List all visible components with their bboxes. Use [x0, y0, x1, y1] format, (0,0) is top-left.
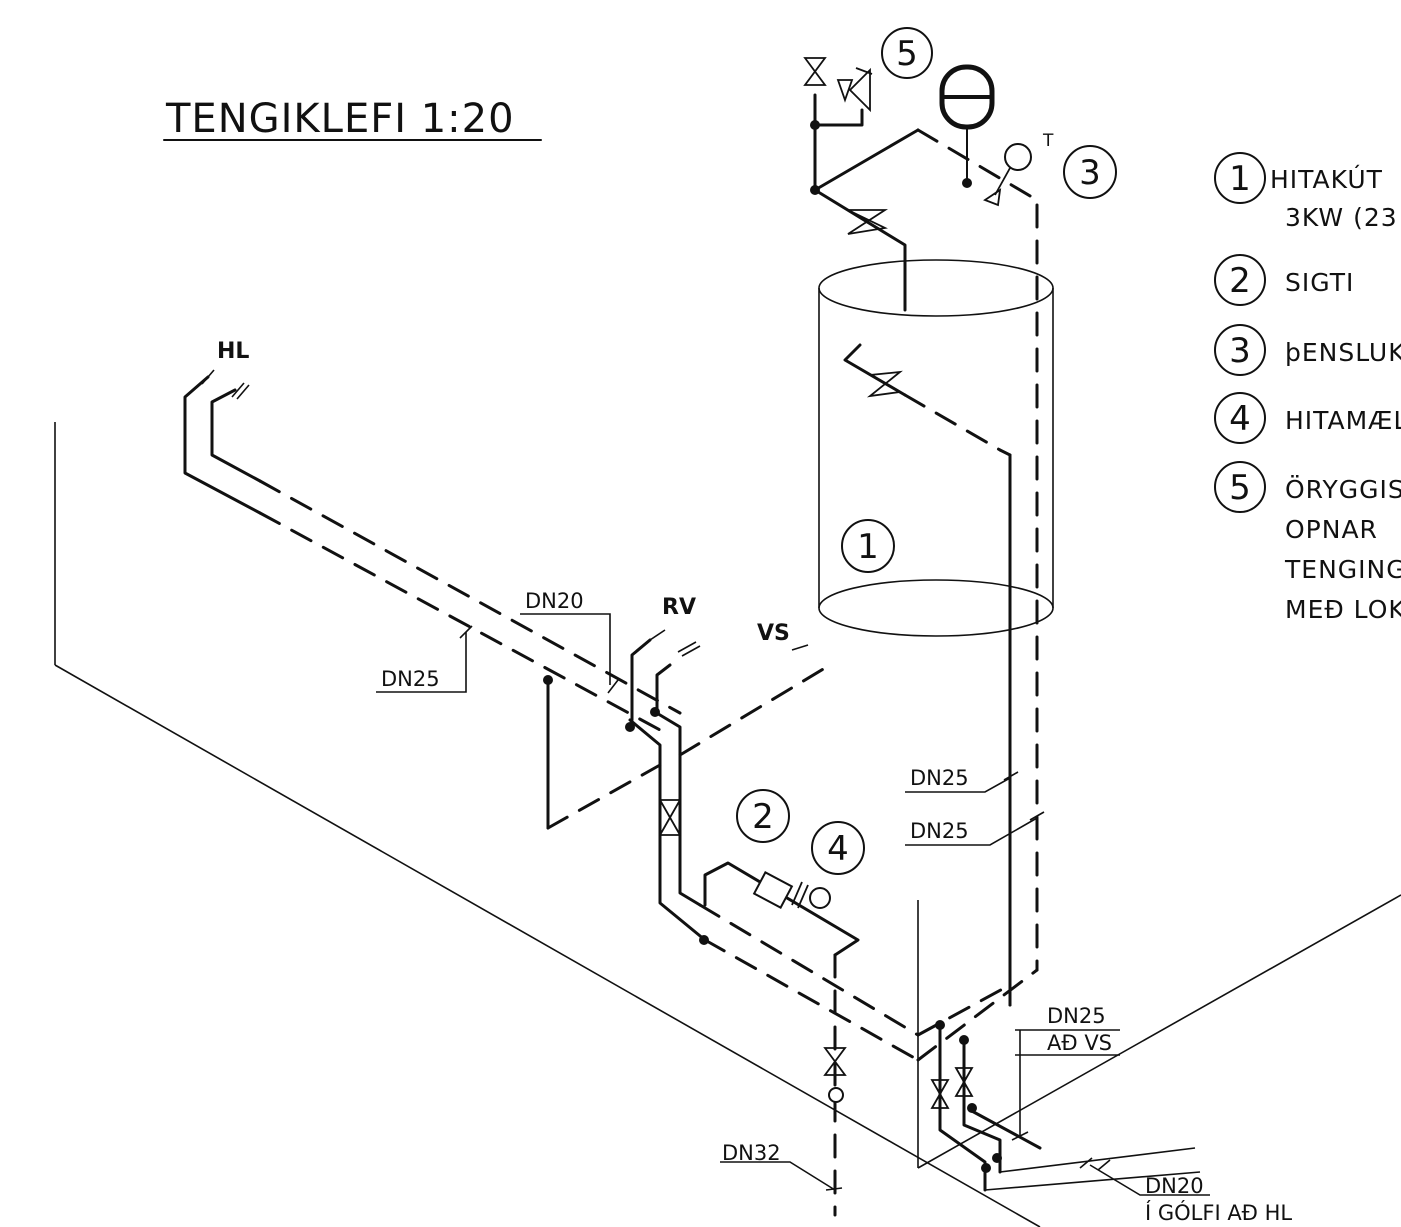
label-floor-hl: Í GÓLFI AÐ HL [1145, 1200, 1292, 1225]
marker-2: 2 [736, 789, 790, 843]
svg-text:2: 2 [1229, 261, 1251, 301]
marker-4: 4 [811, 821, 865, 875]
svg-text:ÖRYGGIS: ÖRYGGIS [1285, 475, 1401, 504]
hl-pipe-dashed [258, 479, 682, 732]
vertical-pipes-center [628, 638, 707, 942]
legend: 1 HITAKÚT 3KW (23 2 SIGTI 3 þENSLUK 4 HI… [1214, 152, 1401, 624]
room-outline [54, 422, 1401, 1227]
svg-text:3KW (23: 3KW (23 [1285, 203, 1398, 232]
label-leaders [376, 613, 1210, 1196]
svg-text:HITAMÆL: HITAMÆL [1285, 406, 1401, 435]
marker-5: 5 [881, 27, 933, 79]
svg-text:SIGTI: SIGTI [1285, 268, 1354, 297]
svg-text:4: 4 [1229, 399, 1251, 439]
expansion-vessel-icon [939, 64, 995, 184]
label-dn25-main: DN25 [381, 667, 440, 691]
legend-item-1: 1 HITAKÚT 3KW (23 [1214, 152, 1398, 232]
svg-text:TENGING: TENGING [1284, 555, 1401, 584]
svg-text:5: 5 [1229, 468, 1251, 508]
legend-item-5: 5 ÖRYGGIS OPNAR TENGING MEÐ LOK [1214, 461, 1401, 624]
marker-1: 1 [841, 519, 895, 573]
drawing-title: TENGIKLEFI 1:20 [163, 96, 542, 142]
label-vs: VS [757, 621, 790, 646]
label-dn32: DN32 [722, 1141, 781, 1165]
label-dn25-vs: DN25 [1047, 1004, 1106, 1028]
label-dn20-floor: DN20 [1145, 1174, 1204, 1198]
tank-vertical-pipes [916, 203, 1039, 1062]
svg-text:TENGIKLEFI 1:20: TENGIKLEFI 1:20 [165, 96, 515, 142]
top-pipes [813, 93, 1039, 312]
svg-text:2: 2 [752, 797, 774, 837]
lower-return-pipes [698, 861, 920, 1217]
pipe-labels: HL RV VS DN20 DN25 DN25 DN25 DN25 AÐ VS … [217, 131, 1292, 1225]
legend-item-3: 3 þENSLUK [1214, 324, 1401, 376]
svg-text:MEÐ LOK: MEÐ LOK [1285, 595, 1401, 624]
label-hl: HL [217, 339, 249, 364]
svg-text:1: 1 [857, 527, 879, 567]
svg-text:3: 3 [1229, 331, 1251, 371]
safety-valve-icon [836, 67, 873, 113]
hl-pipe-stub-ticks [201, 369, 250, 400]
legend-item-4: 4 HITAMÆL [1214, 392, 1401, 444]
label-rv: RV [662, 595, 696, 620]
legend-item-2: 2 SIGTI [1214, 254, 1354, 306]
svg-text:4: 4 [827, 829, 849, 869]
label-ad-vs: AÐ VS [1047, 1031, 1112, 1055]
label-dn25-upper: DN25 [910, 766, 969, 790]
svg-text:1: 1 [1229, 159, 1251, 199]
valve-icon [658, 57, 974, 1109]
pipe-ticks [459, 625, 1111, 1191]
hl-pipe-solid [183, 375, 262, 515]
strainer-icon [752, 871, 809, 909]
svg-text:þENSLUK: þENSLUK [1285, 338, 1401, 367]
svg-text:OPNAR: OPNAR [1285, 515, 1378, 544]
water-heater-tank [818, 259, 1054, 637]
tank-internal-coil [843, 343, 1002, 452]
label-dn20-main: DN20 [525, 589, 584, 613]
label-dn25-lower: DN25 [910, 819, 969, 843]
marker-3: 3 [1063, 145, 1117, 199]
svg-text:3: 3 [1079, 153, 1101, 193]
bypass-branch [546, 663, 832, 830]
diagram-markers: 5 3 1 2 4 [736, 27, 1117, 875]
junction-dots [543, 120, 1002, 1173]
thermometer-icon [809, 143, 1032, 1103]
label-temp-t: T [1042, 131, 1054, 151]
svg-text:HITAKÚT: HITAKÚT [1270, 164, 1383, 194]
svg-text:5: 5 [896, 34, 918, 74]
